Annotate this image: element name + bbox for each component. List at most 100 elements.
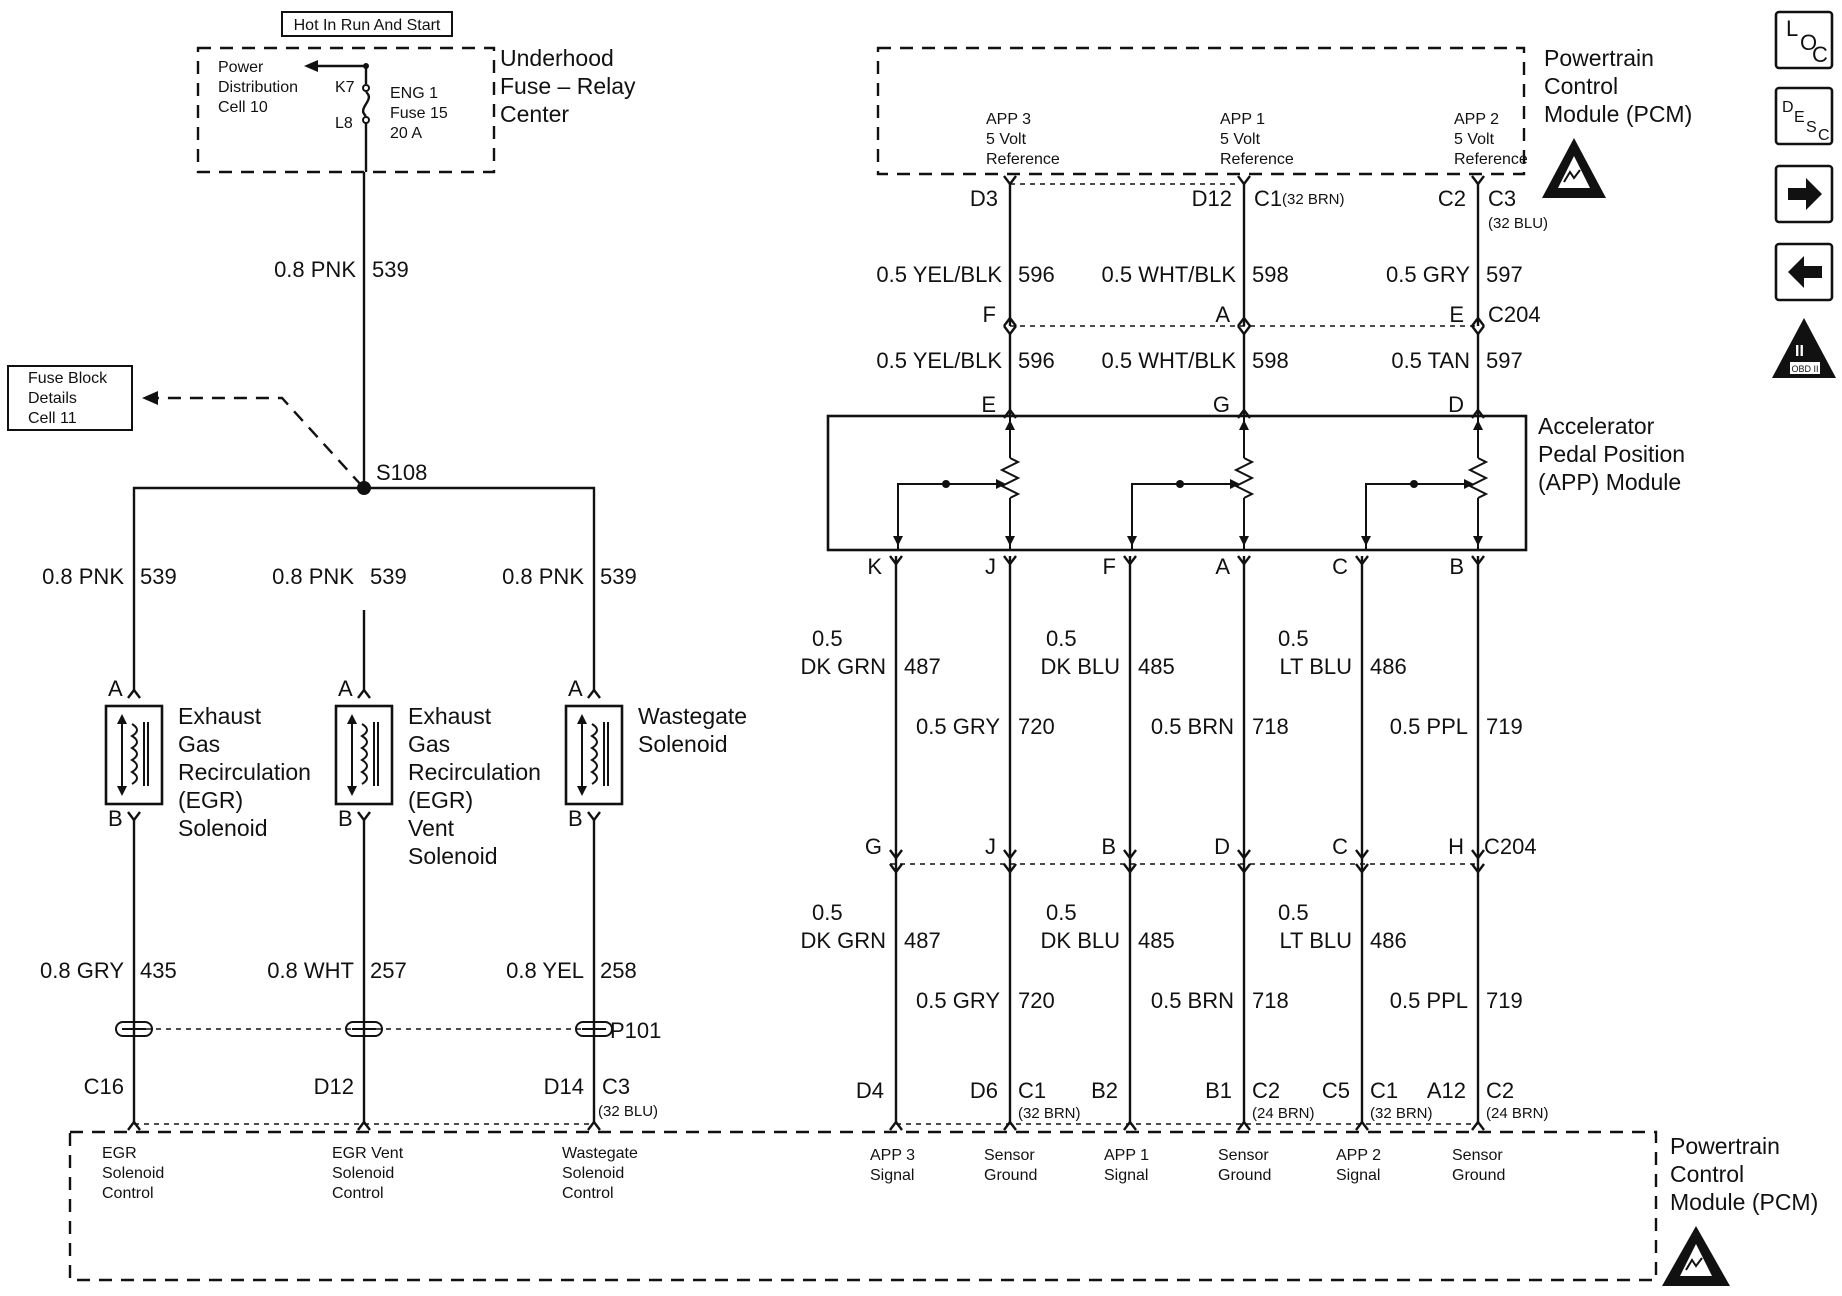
desc-button[interactable]: D E S C [1774,86,1834,146]
app-out-pin: A [1215,554,1230,579]
branch-out-color: 0.8 YEL [506,958,584,983]
pcm-bottom-pin: D4 [856,1078,884,1103]
next-button[interactable] [1774,164,1834,224]
solenoid-name-line: Recirculation [178,759,311,785]
ref-wire2-color: 0.5 WHT/BLK [1102,348,1237,373]
connector-pin [127,1120,141,1131]
solenoid-name-line: (EGR) [178,787,243,813]
solenoid-pin-a: A [108,676,123,701]
connector-pin [889,1120,903,1131]
potentiometer-icon [999,457,1021,499]
desc-c: C [1818,127,1830,144]
branch-wire-circuit: 539 [370,564,407,589]
pcm-bottom-pin: B2 [1091,1078,1118,1103]
pcm-bottom: Powertrain Control Module (PCM) [68,1130,1818,1286]
pcm-pin: D12 [314,1074,354,1099]
app-out-color-lower: 0.5 [812,900,843,925]
fuse-center-box [196,46,496,174]
connector-pin [127,688,141,699]
connector-pin [1123,863,1137,874]
app-out-circuit: 486 [1370,654,1407,679]
app-out-color: 0.5 GRY [916,714,1000,739]
power-dist-line3: Cell 10 [218,99,268,116]
pcm-bottom-conn-note: (24 BRN) [1486,1105,1549,1122]
pcm-bottom-terminal-label: Signal [870,1167,914,1184]
solenoid-pin-a: A [338,676,353,701]
connector-pin [1471,849,1485,860]
pcm-terminal-label: Control [102,1185,154,1202]
solenoid-name-line: Recirculation [408,759,541,785]
splice-label: S108 [376,460,427,485]
pcm-terminal-label: EGR [102,1145,137,1162]
pcm-terminal-label: Control [332,1185,384,1202]
ref-wire-circuit: 598 [1252,262,1289,287]
loc-button[interactable]: L O C [1774,10,1834,70]
pcm-ref-label: 5 Volt [1220,131,1261,148]
ref-wire-color: 0.5 WHT/BLK [1102,262,1237,287]
app-out-circuit: 487 [904,654,941,679]
c204-lower-pin: D [1214,834,1230,859]
solenoid-pin-a: A [568,676,583,701]
connector-pin [1355,863,1369,874]
solenoid-name-line: Gas [178,731,220,757]
pcm-bottom-pin: D6 [970,1078,998,1103]
c204-bottom-label: C204 [1484,834,1537,859]
pcm-ref-label: APP 2 [1454,111,1499,128]
app-out-color-lower: 0.5 PPL [1390,988,1468,1013]
pcm-top-conn: C1 [1254,186,1282,211]
pcm-pin: C16 [84,1074,124,1099]
hot-label: Hot In Run And Start [294,17,441,34]
ref-wire-circuit: 596 [1018,262,1055,287]
fuse-relay-center: Hot In Run And Start Power Distribution … [196,11,636,174]
fuse-block-ref[interactable]: Fuse Block Details Cell 11 [7,365,133,431]
app-out-circuit: 485 [1138,654,1175,679]
connector-pin [1471,408,1485,419]
connector-pin [1237,325,1251,336]
power-dist-line2: Distribution [218,79,298,96]
c204-pin: F [983,302,996,327]
pcm-ref-label: Reference [1454,151,1528,168]
pcm-bottom-pin: A12 [1427,1078,1466,1103]
branch-out-color: 0.8 WHT [267,958,354,983]
connector-pin [1471,316,1485,327]
app-title3: (APP) Module [1538,469,1681,495]
app-out-color-b-lower: DK GRN [800,928,886,953]
p101-conn-note: (32 BLU) [598,1103,658,1120]
pcm-terminal-label: Solenoid [102,1165,164,1182]
back-button[interactable] [1774,242,1834,302]
obd-ii-button[interactable]: II OBD II [1772,318,1836,378]
branch-wire-circuit: 539 [600,564,637,589]
app-pin: E [981,392,996,417]
pcm-bottom-conn: C2 [1486,1078,1514,1103]
app-pin: D [1448,392,1464,417]
connector-pin [1123,1120,1137,1131]
app-out-color-lower: 0.5 [1046,900,1077,925]
connector-pin [1123,849,1137,860]
splice-s108: S108 [132,460,596,610]
app-module: Accelerator Pedal Position (APP) Module [826,413,1685,552]
pcm-bottom-pin: B1 [1205,1078,1232,1103]
arrow-left-icon [142,391,158,405]
desc-e: E [1794,109,1805,126]
c204-top-label: C204 [1488,302,1541,327]
pcm-ref-label: 5 Volt [1454,131,1495,148]
app-out-circuit-lower: 485 [1138,928,1175,953]
arrow-left-icon [1788,256,1822,288]
pcm-bottom-terminal-label: Sensor [1452,1147,1503,1164]
app-pin: G [1213,392,1230,417]
app-out-circuit-lower: 487 [904,928,941,953]
ref-wire2-color: 0.5 YEL/BLK [876,348,1002,373]
connector-pin [1471,1120,1485,1131]
branch-wire-circuit: 539 [140,564,177,589]
pcm-bottom-terminal-label: Ground [1452,1167,1505,1184]
connector-pin [1471,175,1485,186]
connector-pin [1003,175,1017,186]
solenoid-name-line: (EGR) [408,787,473,813]
app-out-color: 0.5 [1046,626,1077,651]
connector-pin [1003,316,1017,327]
pcm-ref-label: 5 Volt [986,131,1027,148]
connector-pin [1471,325,1485,336]
